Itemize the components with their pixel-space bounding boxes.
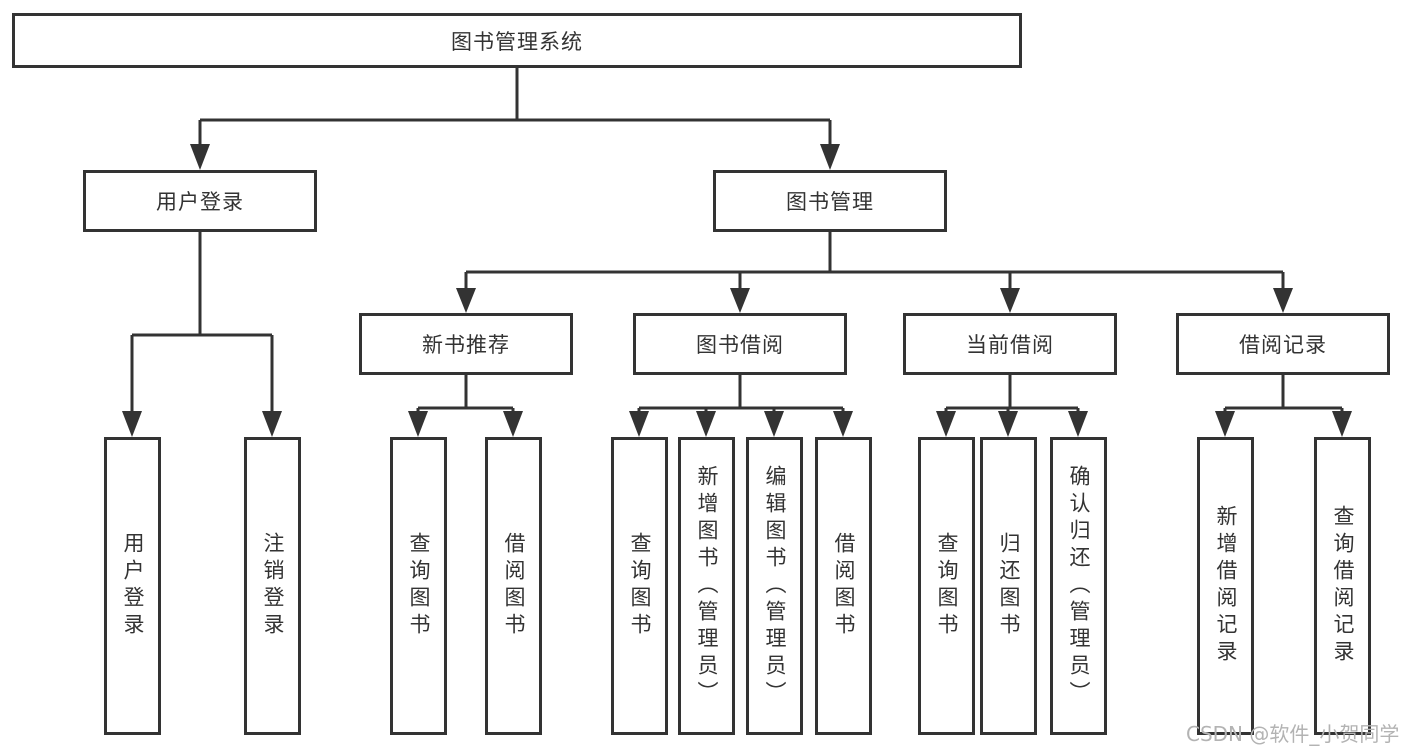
leaf-borrow-books-recommend: 借阅图书: [485, 437, 542, 735]
node-book-management-label: 图书管理: [786, 190, 874, 214]
connector-user-login-children: [130, 232, 274, 413]
leaf-add-books-admin-label: 新增图书（管理员）: [695, 464, 719, 708]
arrowheads-user-login-children: [122, 411, 282, 437]
node-borrowing-records-label: 借阅记录: [1239, 333, 1327, 357]
csdn-watermark: CSDN @软件_小贺同学: [1186, 722, 1400, 746]
node-current-borrowing-label: 当前借阅: [966, 333, 1054, 357]
leaf-return-books-label: 归还图书: [997, 532, 1021, 640]
leaf-add-borrow-record: 新增借阅记录: [1197, 437, 1254, 735]
leaf-query-borrow-record-label: 查询借阅记录: [1331, 505, 1355, 667]
leaf-add-borrow-record-label: 新增借阅记录: [1214, 505, 1238, 667]
leaf-query-books-recommend: 查询图书: [390, 437, 447, 735]
connector-leaf-groups: [416, 375, 1344, 413]
leaf-return-books: 归还图书: [980, 437, 1037, 735]
leaf-borrow-books-recommend-label: 借阅图书: [502, 532, 526, 640]
node-borrowing-records: 借阅记录: [1176, 313, 1390, 375]
node-current-borrowing: 当前借阅: [903, 313, 1117, 375]
leaf-query-books-current: 查询图书: [918, 437, 975, 735]
node-book-management: 图书管理: [713, 170, 947, 232]
leaf-user-login-label: 用户登录: [121, 532, 145, 640]
leaf-confirm-return-admin: 确认归还（管理员）: [1050, 437, 1107, 735]
arrowheads-level3: [456, 288, 1293, 313]
leaf-borrow-books-label: 借阅图书: [832, 532, 856, 640]
leaf-query-books-current-label: 查询图书: [935, 532, 959, 640]
leaf-query-borrow-record: 查询借阅记录: [1314, 437, 1371, 735]
node-book-borrowing-label: 图书借阅: [696, 333, 784, 357]
connector-root-to-level2: [198, 68, 832, 146]
arrowheads-leaves: [408, 411, 1352, 437]
node-user-login-label: 用户登录: [156, 190, 244, 214]
node-root-library-system: 图书管理系统: [12, 13, 1022, 68]
node-new-book-recommend: 新书推荐: [359, 313, 573, 375]
leaf-user-login: 用户登录: [104, 437, 161, 735]
leaf-logout-label: 注销登录: [261, 532, 285, 640]
leaf-logout: 注销登录: [244, 437, 301, 735]
leaf-add-books-admin: 新增图书（管理员）: [678, 437, 735, 735]
leaf-query-books-borrowing: 查询图书: [611, 437, 668, 735]
leaf-edit-books-admin-label: 编辑图书（管理员）: [763, 464, 787, 708]
node-book-borrowing: 图书借阅: [633, 313, 847, 375]
leaf-edit-books-admin: 编辑图书（管理员）: [746, 437, 803, 735]
leaf-borrow-books: 借阅图书: [815, 437, 872, 735]
arrowheads-level2: [190, 144, 840, 170]
leaf-query-books-borrowing-label: 查询图书: [628, 532, 652, 640]
node-root-label: 图书管理系统: [451, 29, 583, 54]
leaf-confirm-return-admin-label: 确认归还（管理员）: [1067, 464, 1091, 708]
node-user-login: 用户登录: [83, 170, 317, 232]
node-new-book-recommend-label: 新书推荐: [422, 333, 510, 357]
connector-book-management-children: [464, 232, 1285, 290]
leaf-query-books-recommend-label: 查询图书: [407, 532, 431, 640]
